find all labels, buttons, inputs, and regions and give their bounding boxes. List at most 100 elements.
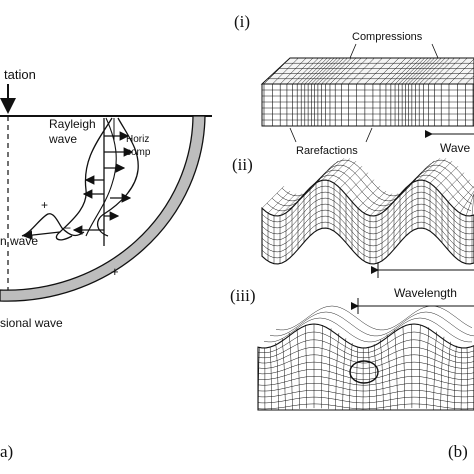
mesh-line	[459, 190, 474, 214]
compressional-wavefront	[0, 115, 206, 302]
mesh-line	[257, 323, 474, 349]
rayleigh-curve-1	[55, 117, 113, 241]
label-iii: (iii)	[230, 286, 256, 305]
wavelength-i-label: Wave	[440, 141, 471, 155]
mesh-line	[363, 190, 387, 214]
mesh-line	[296, 328, 300, 409]
shear-wave-pulse	[21, 213, 85, 237]
mesh-line	[357, 186, 381, 209]
mesh-line	[466, 347, 469, 410]
mesh-line	[393, 179, 417, 202]
mesh-line	[411, 160, 435, 184]
mesh-line	[315, 160, 339, 184]
mesh-line	[342, 338, 347, 411]
mesh-line	[441, 172, 465, 195]
mesh-line	[329, 57, 357, 85]
mesh-line	[272, 57, 299, 85]
mesh-line	[333, 161, 357, 184]
mesh-line	[273, 193, 297, 216]
mesh-line	[419, 57, 446, 85]
mesh-line	[441, 57, 468, 85]
mesh-line	[348, 57, 375, 85]
mesh-line	[257, 331, 474, 353]
mesh-line	[305, 325, 307, 409]
mesh-line	[401, 57, 429, 85]
mesh-line	[257, 390, 474, 398]
mesh-line	[341, 57, 368, 85]
mesh-line	[292, 57, 319, 85]
mesh-line	[303, 172, 327, 195]
mesh-line	[263, 317, 472, 343]
mesh-line	[448, 58, 474, 85]
mesh-line	[372, 57, 400, 85]
mesh-line	[285, 190, 309, 213]
mesh-line	[267, 190, 291, 214]
mesh-line	[405, 165, 429, 188]
mesh-line	[379, 57, 407, 85]
mesh-line	[387, 185, 411, 208]
mesh-line	[379, 339, 384, 411]
mesh-line	[257, 403, 474, 410]
mesh-line	[257, 396, 474, 404]
mesh-line	[390, 57, 418, 85]
mesh-line	[321, 57, 348, 85]
panel-b: (i) (ii) (iii) Compressions Rarefactions…	[230, 12, 474, 461]
mesh-line	[418, 324, 421, 409]
shear-arrow	[22, 230, 61, 240]
mesh-line	[257, 369, 474, 380]
mesh-line	[447, 341, 451, 411]
mesh-line	[345, 172, 369, 195]
mesh-line	[321, 158, 345, 181]
mesh-line	[428, 57, 455, 85]
mesh-line	[356, 346, 359, 410]
rayleigh-label-line2: wave	[48, 132, 77, 146]
shear-plus: +	[41, 198, 48, 212]
mesh-line	[368, 347, 371, 411]
mesh-line	[460, 347, 462, 410]
mesh-line	[415, 57, 442, 85]
mesh-line	[457, 66, 474, 85]
mesh-line	[423, 158, 447, 181]
mesh-line	[325, 57, 352, 85]
mesh-line	[269, 311, 474, 337]
label-ii: (ii)	[232, 155, 253, 174]
compressions-label: Compressions	[352, 31, 423, 43]
mesh-line	[279, 193, 303, 216]
mesh-line	[447, 179, 471, 202]
mesh-line	[321, 325, 323, 409]
mesh-line	[257, 361, 474, 375]
mesh-line	[261, 186, 285, 209]
mesh-line	[261, 203, 474, 241]
mesh-line	[335, 57, 362, 85]
mesh-line	[275, 305, 473, 331]
label-i: (i)	[234, 12, 250, 31]
compressions-pointer-1	[349, 43, 357, 59]
mesh-line	[307, 57, 335, 85]
mesh-line	[261, 191, 474, 229]
rarefactions-pointer-2	[365, 127, 373, 143]
mesh-line	[411, 57, 439, 85]
mesh-line	[434, 57, 461, 85]
mesh-line	[257, 347, 474, 364]
mesh-line	[304, 57, 331, 85]
mesh-line	[433, 331, 437, 410]
mesh-line	[399, 172, 423, 195]
mesh-line	[417, 158, 441, 181]
shear-wave-label: n wave	[0, 234, 38, 248]
mesh-line	[356, 57, 383, 85]
mesh-line	[402, 325, 405, 409]
wavefront-plus: +	[111, 264, 119, 279]
mesh-line	[454, 345, 457, 410]
mesh-line	[426, 327, 430, 409]
mesh-line	[351, 179, 375, 202]
mesh-line	[261, 197, 474, 235]
mesh-line	[328, 328, 332, 409]
horiz-comp-line2: comp	[126, 147, 151, 158]
mesh-line	[429, 161, 453, 184]
mesh-line	[385, 57, 413, 85]
compressions-pointer-2	[431, 43, 439, 59]
mesh-line	[261, 209, 474, 247]
rayleigh-label-line1: Rayleigh	[49, 117, 96, 131]
mesh-line	[435, 166, 459, 189]
